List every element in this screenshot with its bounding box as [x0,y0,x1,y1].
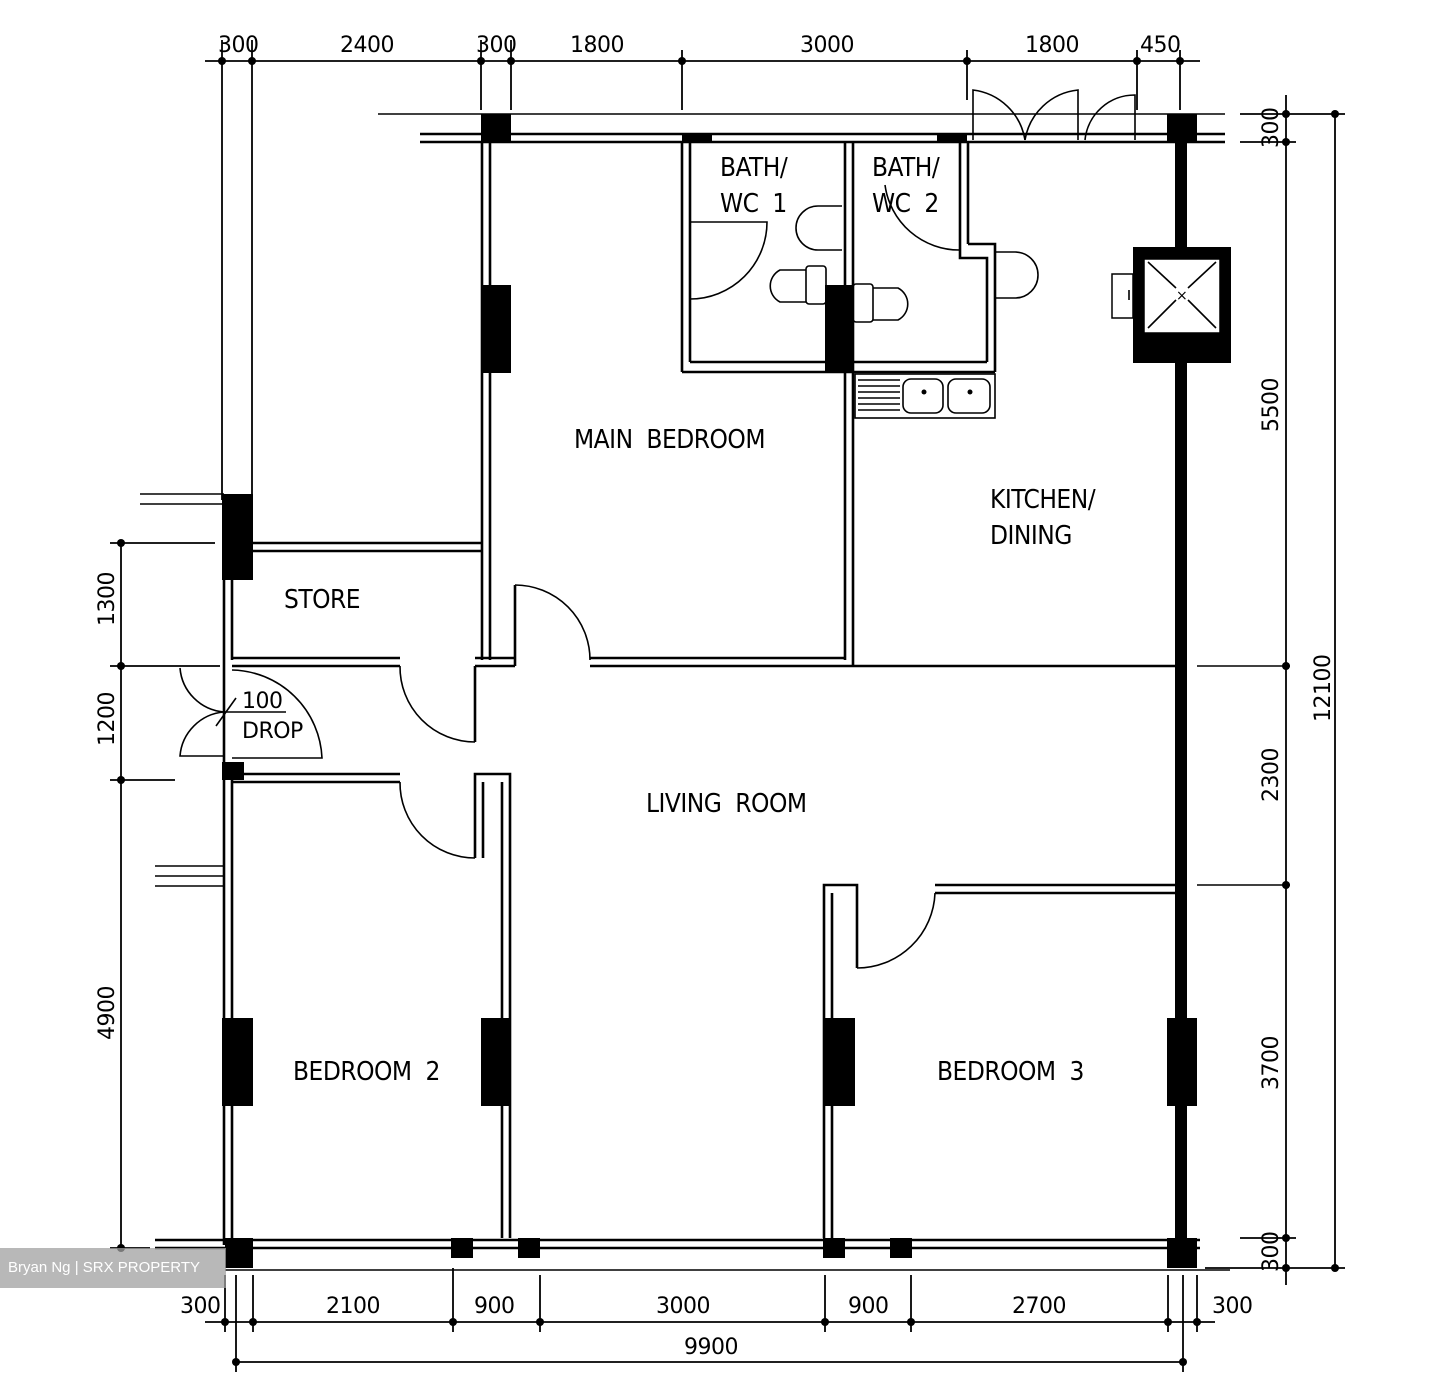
room-label-bath1-line2: WC 1 [720,189,787,219]
dim-bottom-2: 2100 [326,1294,380,1319]
dim-top-1: 300 [218,33,259,58]
right-dimension-chain: 300 5500 2300 3700 300 12100 [1205,95,1345,1285]
room-label-kitchen-line2: DINING [990,521,1072,551]
top-dimension-chain: 300 2400 300 1800 3000 1800 450 [205,33,1200,500]
dim-bottom-6: 2700 [1012,1294,1066,1319]
left-dimension-chain: 1300 1200 4900 [95,539,220,1252]
dim-top-6: 1800 [1025,33,1079,58]
toilet-tank-icon [805,265,827,305]
room-label-store: STORE [284,585,360,615]
room-label-bath2-line1: BATH/ [872,153,940,183]
doors [179,89,1136,969]
bedroom3-door-icon [856,892,936,969]
room-label-bedroom2: BEDROOM 2 [293,1057,440,1087]
drop-value: 100 [242,689,283,714]
kitchen-sink-icon [854,373,996,419]
toilet-bowl-icon [873,287,909,321]
room-label-main-bedroom: MAIN BEDROOM [574,425,765,455]
toilet-tank-icon [852,283,874,323]
bottom-dimension-chain: 300 2100 900 3000 900 2700 300 9900 [180,1268,1253,1372]
room-label-bath1-line1: BATH/ [720,153,788,183]
dim-top-7: 450 [1140,33,1181,58]
room-label-living-room: LIVING ROOM [646,789,807,819]
room-labels: MAIN BEDROOM BATH/ WC 1 BATH/ WC 2 KITCH… [242,153,1096,1087]
dim-right-2: 5500 [1259,378,1284,432]
basin-icon [995,251,1039,299]
entrance-door-left-icon [972,89,1026,141]
dim-top-3: 300 [476,33,517,58]
dim-right-3: 2300 [1259,748,1284,802]
dim-bottom-4: 3000 [656,1294,710,1319]
entrance-door-right-icon [1024,89,1079,141]
main-bedroom-door-icon [514,584,591,661]
dim-left-1: 1300 [95,572,120,626]
dim-top-2: 2400 [340,33,394,58]
room-label-bath2-line2: WC 2 [872,189,939,219]
svg-text:×: × [1176,288,1188,304]
basin-icon [795,205,842,251]
dim-bottom-total: 9900 [684,1335,738,1360]
dim-top-4: 1800 [570,33,624,58]
drop-label: DROP [242,719,303,744]
bath2-door-icon [884,184,961,251]
fixtures: × [769,205,1231,419]
outer-walls [140,113,1230,1271]
dim-bottom-7: 300 [1212,1294,1253,1319]
dim-bottom-3: 900 [474,1294,515,1319]
dim-bottom-5: 900 [848,1294,889,1319]
dim-bottom-1: 300 [180,1294,221,1319]
bath1-door-icon [689,221,768,300]
dim-right-total: 12100 [1311,655,1336,723]
watermark: Bryan Ng | SRX PROPERTY [0,1248,226,1288]
dim-left-3: 4900 [95,986,120,1040]
dim-left-2: 1200 [95,692,120,746]
room-label-bedroom3: BEDROOM 3 [937,1057,1084,1087]
toilet-bowl-icon [769,269,806,303]
bedroom2-door-icon [399,781,476,859]
room-label-kitchen-line1: KITCHEN/ [990,485,1096,515]
dim-right-5: 300 [1259,1232,1284,1273]
dim-top-5: 3000 [800,33,854,58]
dim-right-1: 300 [1259,108,1284,149]
dim-right-4: 3700 [1259,1036,1284,1090]
gate-door-icon [1084,94,1136,141]
refuse-door-right-icon [231,669,323,759]
internal-walls [232,142,1290,1238]
refuse-door-left-icon [179,667,225,757]
store-door-icon [399,665,476,743]
